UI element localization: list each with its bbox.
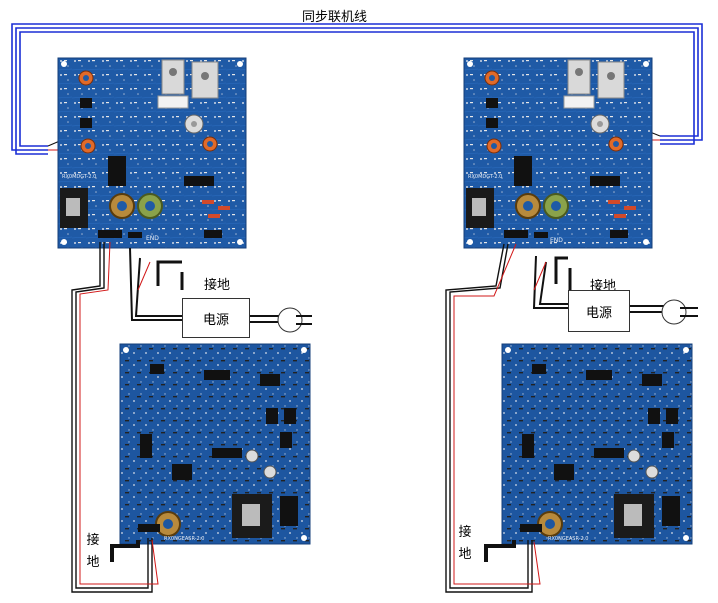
right-tx-rx-red-wire xyxy=(453,243,541,585)
left-transmitter-board xyxy=(57,57,247,249)
right-rx-ground-label: 接地 xyxy=(458,525,472,562)
sync-cable-label: 同步联机线 xyxy=(302,10,368,25)
left-tx-marking: RX0MDGT-2.0 xyxy=(62,174,96,180)
left-tx-end-marking: END xyxy=(146,235,159,242)
right-tx-rx-cable xyxy=(445,243,533,593)
left-tx-ground-symbol xyxy=(156,260,184,290)
right-power-supply: 电源 xyxy=(568,290,630,332)
right-power-wiring xyxy=(532,255,666,313)
right-power-plug xyxy=(661,299,698,325)
left-rx-marking: RX0NGEASR-2.0 xyxy=(164,536,204,542)
left-power-supply: 电源 xyxy=(182,298,250,338)
left-power-red-wire xyxy=(137,261,151,291)
right-tx-end-marking: END xyxy=(550,237,563,244)
left-tx-rx-red-wire xyxy=(79,241,159,585)
right-tx-ground-symbol xyxy=(554,256,572,290)
right-rx-marking: RX0NGEASR-2.0 xyxy=(548,536,588,542)
left-rx-ground-label: 接地 xyxy=(86,533,100,570)
sync-cable xyxy=(11,23,703,155)
right-power-red-wire xyxy=(533,261,547,291)
left-power-plug xyxy=(277,307,312,333)
left-rx-ground-symbol xyxy=(110,540,140,562)
left-tx-rx-cable xyxy=(71,242,153,593)
right-tx-marking: RX0MDGT-2.0 xyxy=(468,174,502,180)
left-tx-ground-label: 接地 xyxy=(204,278,231,293)
right-transmitter-board xyxy=(463,57,653,249)
left-power-supply-label: 电源 xyxy=(202,312,229,328)
right-rx-ground-symbol xyxy=(484,540,516,562)
right-receiver-board xyxy=(501,343,693,545)
right-power-supply-label: 电源 xyxy=(585,305,612,321)
left-receiver-board xyxy=(119,343,311,545)
